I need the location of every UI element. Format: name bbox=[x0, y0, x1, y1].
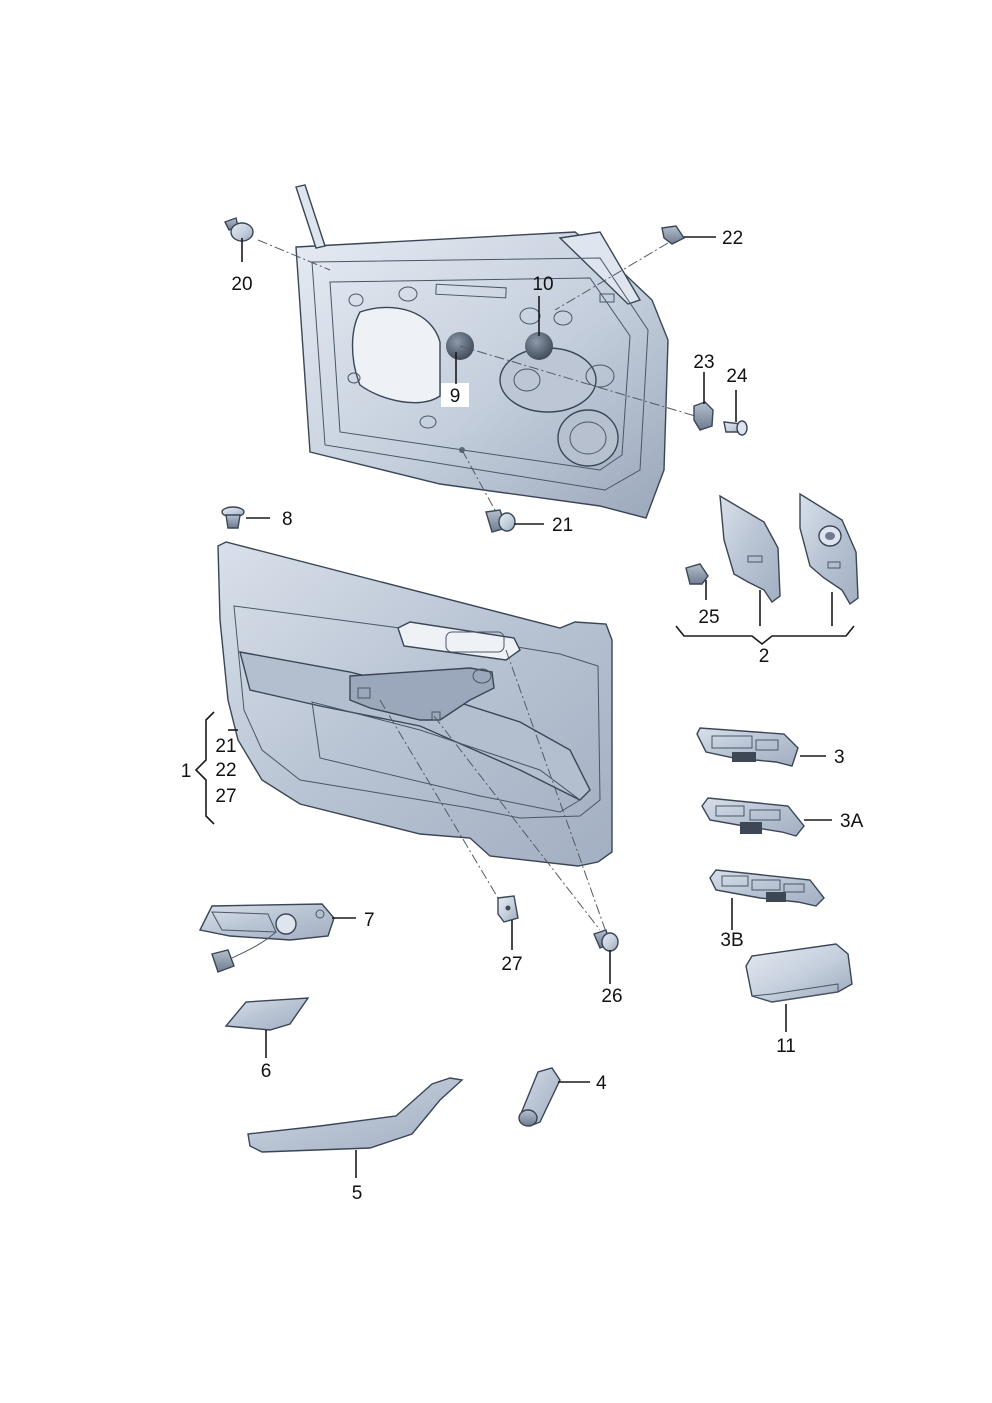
callout-4: 4 bbox=[596, 1073, 607, 1094]
leader-lines bbox=[194, 236, 855, 1178]
callout-3: 3 bbox=[834, 747, 845, 768]
callout-1-sub-22: 22 bbox=[215, 760, 236, 781]
door-pull-handle bbox=[349, 667, 495, 721]
callout-1-sub-21: 21 bbox=[215, 736, 236, 757]
callout-1-sub-27: 27 bbox=[215, 786, 236, 807]
part-5-trim-strip bbox=[247, 1077, 464, 1153]
door-window-frame-rear bbox=[558, 231, 642, 305]
callout-21: 21 bbox=[552, 515, 573, 536]
part-11-cover bbox=[745, 943, 853, 1003]
plug-10 bbox=[525, 332, 553, 360]
part-6-cover-plate bbox=[224, 997, 310, 1031]
callout-22: 22 bbox=[722, 228, 743, 249]
part-27-clip-nut bbox=[497, 895, 519, 923]
callout-25: 25 bbox=[698, 607, 719, 628]
callout-7: 7 bbox=[364, 910, 375, 931]
part-22-clip bbox=[661, 225, 686, 245]
callout-8: 8 bbox=[282, 509, 293, 530]
map-pocket bbox=[311, 701, 581, 813]
callout-23: 23 bbox=[693, 352, 714, 373]
door-window-frame bbox=[295, 184, 326, 249]
part-23-bracket bbox=[693, 401, 714, 431]
callout-labels: 20 22 10 9 23 24 8 21 25 2 1 21 22 27 3 … bbox=[181, 228, 864, 1204]
door-shell bbox=[295, 184, 669, 519]
callout-6: 6 bbox=[261, 1061, 272, 1082]
callout-10: 10 bbox=[532, 274, 553, 295]
inner-handle-recess bbox=[397, 621, 521, 661]
callout-1: 1 bbox=[181, 761, 192, 782]
trim-cover-right bbox=[799, 492, 859, 606]
callout-3a: 3A bbox=[840, 811, 864, 832]
callout-9: 9 bbox=[450, 386, 461, 407]
part-8-clip bbox=[221, 506, 245, 529]
speaker-opening bbox=[557, 409, 619, 467]
callout-2: 2 bbox=[759, 646, 770, 667]
callout-24: 24 bbox=[726, 366, 748, 387]
callout-11: 11 bbox=[776, 1036, 796, 1057]
part-21-clip bbox=[485, 509, 516, 533]
callout-20: 20 bbox=[231, 274, 252, 295]
callout-3b: 3B bbox=[720, 930, 743, 951]
callout-27: 27 bbox=[501, 954, 522, 975]
part-3b-window-switch bbox=[709, 869, 825, 907]
door-cutout-left bbox=[351, 306, 441, 404]
part-3-window-switch bbox=[696, 727, 799, 767]
part-3a-window-switch bbox=[701, 797, 805, 837]
part-2-trim-covers bbox=[719, 492, 859, 606]
part-4-window-crank bbox=[518, 1067, 561, 1127]
part-26-screw bbox=[593, 929, 619, 952]
part-1-door-trim-panel bbox=[217, 541, 613, 867]
callout-5: 5 bbox=[352, 1183, 363, 1204]
part-25-clip bbox=[685, 563, 709, 585]
callout-26: 26 bbox=[601, 986, 622, 1007]
trim-cover-left bbox=[719, 494, 781, 604]
part-7-inner-handle bbox=[198, 903, 335, 973]
part-20-clip bbox=[224, 217, 254, 242]
part-24-bolt bbox=[723, 420, 748, 436]
label-plate-9 bbox=[441, 383, 469, 407]
